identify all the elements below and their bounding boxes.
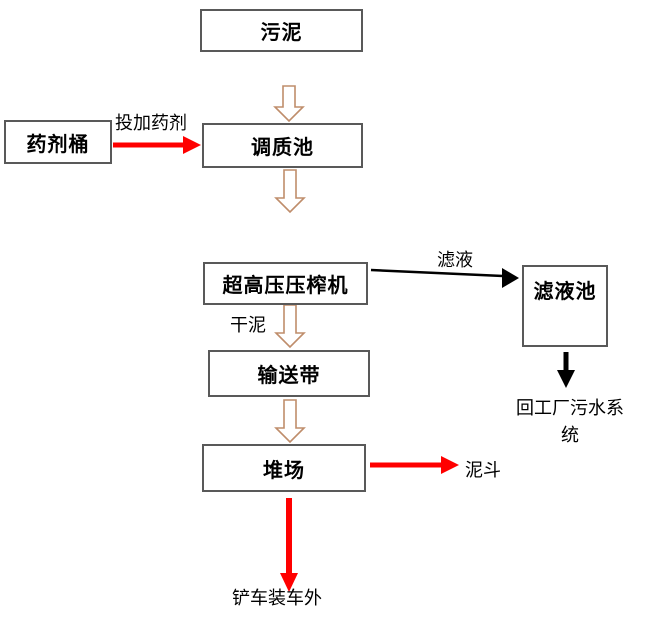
node-filtrate-tank: 滤液池 [522, 265, 608, 347]
node-chemical-barrel: 药剂桶 [4, 120, 112, 164]
red-arrow-stockyard-to-hopper-icon [370, 456, 459, 474]
flow-arrow-press-to-conveyor-icon [274, 304, 306, 349]
label-loader-outside: 铲车装车外 [232, 588, 322, 609]
label-filtrate: 滤液 [437, 250, 473, 271]
node-press: 超高压压榨机 [203, 262, 368, 305]
node-conveyor: 输送带 [208, 350, 370, 397]
flow-arrow-sludge-to-conditioning-icon [273, 85, 305, 123]
label-mud-hopper: 泥斗 [465, 460, 501, 481]
label-dosing: 投加药剂 [115, 113, 187, 134]
flow-arrow-conditioning-to-press-icon [274, 169, 306, 214]
node-stockyard: 堆场 [202, 444, 366, 492]
label-dry-mud: 干泥 [230, 315, 266, 336]
node-sludge: 污泥 [200, 9, 363, 52]
flow-arrow-conveyor-to-stockyard-icon [274, 399, 306, 444]
red-arrow-barrel-to-conditioning-icon [113, 136, 201, 154]
red-arrow-stockyard-to-loader-icon [280, 498, 298, 592]
label-return-to-sewage: 回工厂污水系统 [516, 398, 624, 446]
black-arrow-filtrate-to-sewage-icon [557, 352, 575, 388]
node-conditioning-tank: 调质池 [202, 123, 363, 168]
